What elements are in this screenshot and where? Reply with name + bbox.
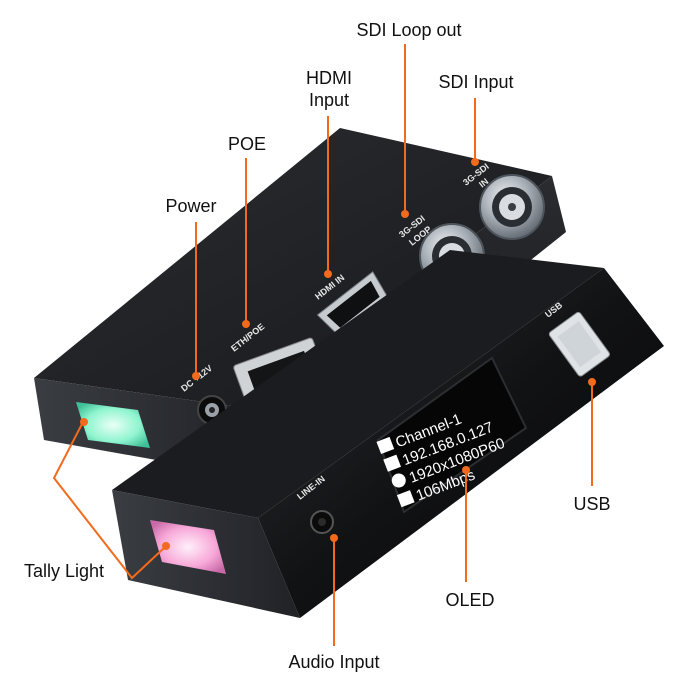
network-icon [383, 454, 401, 472]
sdi-input-dot [471, 158, 479, 166]
poe-dot [242, 320, 250, 328]
sdi-in-bnc [479, 174, 545, 240]
tally-leader [52, 423, 165, 580]
tally-light-label: Tally Light [24, 561, 104, 581]
usb-port [548, 311, 610, 377]
audio-dot [330, 534, 338, 542]
power-label: Power [165, 196, 216, 216]
user-icon [376, 436, 395, 455]
audio-input-label: Audio Input [288, 652, 379, 672]
tally-light-pink [150, 520, 226, 574]
usb-dot [588, 378, 596, 386]
oled-dot [462, 466, 470, 474]
poe-label: POE [228, 134, 266, 154]
hdmi-dot [324, 270, 332, 278]
lower-device: LINE-IN USB Channel-1 192.168.0.127 [112, 250, 664, 618]
sdi-loop-dot [401, 210, 409, 218]
oled-label: OLED [445, 590, 494, 610]
callout-lines [52, 44, 593, 646]
hdmi-input-label-line2: Input [309, 90, 349, 110]
tally-dot-pink [162, 542, 170, 550]
usb-label: USB [573, 494, 610, 514]
line-in-jack [310, 510, 334, 534]
power-dot [192, 372, 200, 380]
sdi-loop-out-label: SDI Loop out [356, 20, 461, 40]
oled-screen: Channel-1 192.168.0.127 1920x1080P60 106… [376, 356, 528, 514]
lower-device-top-face [112, 250, 604, 518]
video-icon [391, 473, 406, 488]
bitrate-icon [396, 490, 415, 508]
upper-device-top-face [34, 128, 552, 408]
tally-dot-green [80, 418, 88, 426]
hdmi-input-label-line1: HDMI [306, 68, 352, 88]
callout-dots [80, 158, 596, 550]
tally-light-green [76, 402, 150, 448]
sdi-input-label: SDI Input [438, 72, 513, 92]
